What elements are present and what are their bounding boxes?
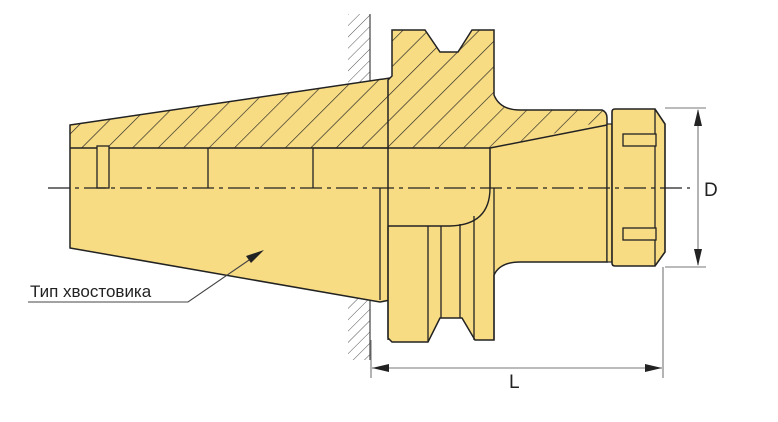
shank-type-leader <box>28 250 264 303</box>
shank-type-label: Тип хвостовика <box>30 282 152 301</box>
flange <box>387 29 608 343</box>
length-label: L <box>509 372 520 393</box>
diameter-label: D <box>704 180 718 201</box>
diameter-dimension <box>665 107 706 268</box>
length-dimension <box>370 267 664 378</box>
